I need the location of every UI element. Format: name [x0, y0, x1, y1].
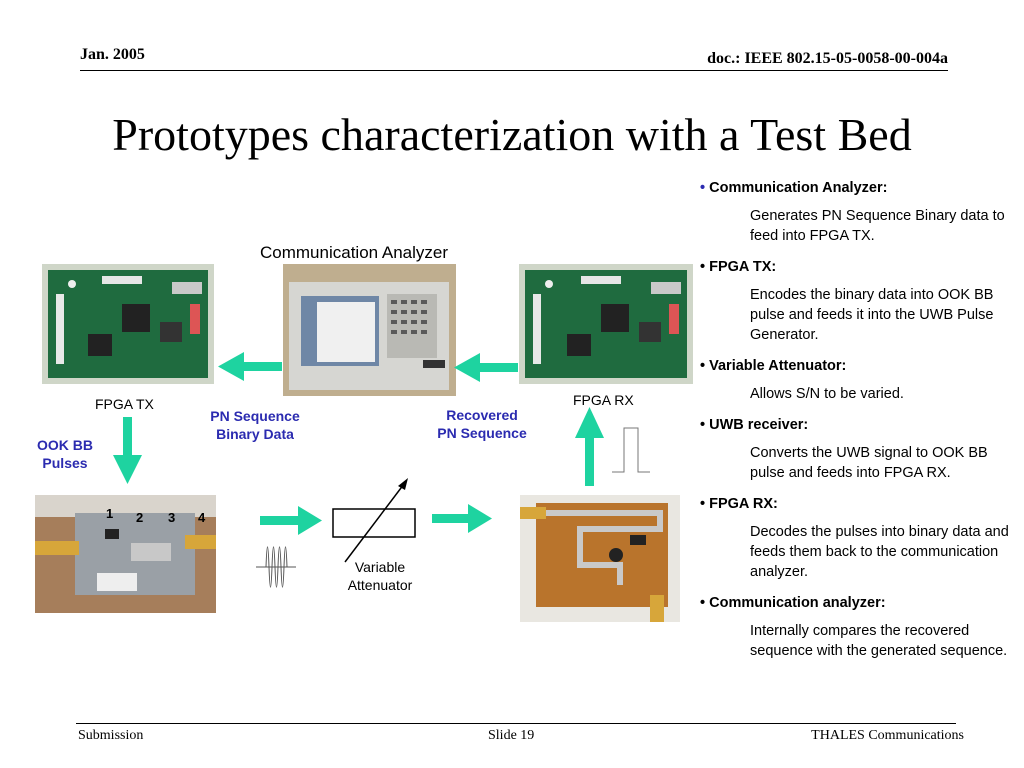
bullet-marker: • — [700, 259, 706, 275]
recovered-line1: Recovered — [446, 407, 518, 423]
bullet-desc: Internally compares the recovered sequen… — [750, 623, 1008, 659]
ruler-mark-1: 1 — [106, 506, 114, 521]
ook-line1: OOK BB — [37, 437, 93, 453]
ruler-mark-2: 2 — [136, 510, 144, 525]
pn-sequence-line2: Binary Data — [216, 426, 294, 442]
uwb-waveform-icon — [256, 546, 296, 588]
arrow-tx-down — [113, 417, 142, 484]
bullet-item: • FPGA TX: Encodes the binary data into … — [700, 257, 1015, 345]
attenuator-line2: Attenuator — [347, 577, 413, 593]
bullet-desc: Decodes the pulses into binary data and … — [750, 524, 1009, 580]
pulse-generator-photo — [35, 495, 216, 613]
arrow-rx-to-analyzer — [454, 353, 518, 382]
bullet-item: • FPGA RX: Decodes the pulses into binar… — [700, 494, 1015, 582]
bullet-desc: Allows S/N to be varied. — [750, 386, 904, 402]
arrow-receiver-up — [575, 407, 604, 486]
uwb-receiver-photo — [520, 495, 680, 622]
bullet-head: Communication Analyzer: — [709, 180, 888, 196]
fpga-rx-label: FPGA RX — [573, 392, 634, 408]
bullet-head: Communication analyzer: — [709, 595, 886, 611]
pn-sequence-label: PN Sequence Binary Data — [196, 407, 314, 443]
ruler-mark-3: 3 — [168, 510, 176, 525]
uwb-receiver-image — [520, 495, 680, 622]
fpga-tx-label: FPGA TX — [95, 396, 154, 412]
pulse-generator-image — [35, 495, 216, 613]
bullet-head: FPGA RX: — [709, 496, 778, 512]
header-doc-id: doc.: IEEE 802.15-05-0058-00-004a — [707, 50, 948, 67]
footer-divider — [76, 723, 956, 724]
bullet-marker: • — [700, 180, 706, 196]
bullet-head: Variable Attenuator: — [709, 358, 847, 374]
arrow-analyzer-to-tx — [218, 352, 282, 381]
bullet-desc: Generates PN Sequence Binary data to fee… — [750, 208, 1005, 244]
ook-line2: Pulses — [42, 455, 88, 471]
footer-submission: Submission — [78, 728, 144, 743]
attenuator-line1: Variable — [354, 559, 406, 575]
attenuator-label: Variable Attenuator — [330, 558, 430, 594]
bullet-marker: • — [700, 417, 706, 433]
fpga-board-image — [42, 264, 214, 384]
bullet-marker: • — [700, 595, 706, 611]
arrow-to-attenuator — [260, 506, 322, 535]
slide-title: Prototypes characterization with a Test … — [112, 109, 912, 160]
bullet-head: UWB receiver: — [709, 417, 809, 433]
bullet-head: FPGA TX: — [709, 259, 777, 275]
analyzer-photo — [283, 264, 456, 396]
footer-company: THALES Communications — [811, 728, 964, 743]
fpga-tx-photo — [42, 264, 214, 384]
fpga-board-image — [519, 264, 693, 384]
bullet-desc: Converts the UWB signal to OOK BB pulse … — [750, 445, 988, 481]
description-list: • Communication Analyzer: Generates PN S… — [700, 178, 1015, 672]
bullet-item: • Variable Attenuator: Allows S/N to be … — [700, 356, 1015, 404]
fpga-rx-photo — [519, 264, 693, 384]
recovered-line2: PN Sequence — [437, 425, 527, 441]
header-date: Jan. 2005 — [80, 46, 145, 63]
recovered-sequence-label: Recovered PN Sequence — [420, 406, 544, 442]
bullet-marker: • — [700, 496, 706, 512]
bullet-item: • Communication analyzer: Internally com… — [700, 593, 1015, 661]
pn-sequence-line1: PN Sequence — [210, 408, 300, 424]
analyzer-label: Communication Analyzer — [260, 243, 449, 262]
ook-pulses-label: OOK BB Pulses — [24, 436, 106, 472]
bullet-item: • UWB receiver: Converts the UWB signal … — [700, 415, 1015, 483]
bullet-marker: • — [700, 358, 706, 374]
bullet-item: • Communication Analyzer: Generates PN S… — [700, 178, 1015, 246]
ruler-mark-4: 4 — [198, 510, 206, 525]
attenuator-symbol — [332, 478, 416, 563]
bullet-desc: Encodes the binary data into OOK BB puls… — [750, 287, 994, 343]
header-divider — [80, 70, 948, 71]
arrow-to-receiver — [432, 504, 492, 533]
square-pulse-icon — [612, 427, 650, 473]
footer-slide-number: Slide 19 — [488, 728, 535, 743]
analyzer-image — [283, 264, 456, 396]
